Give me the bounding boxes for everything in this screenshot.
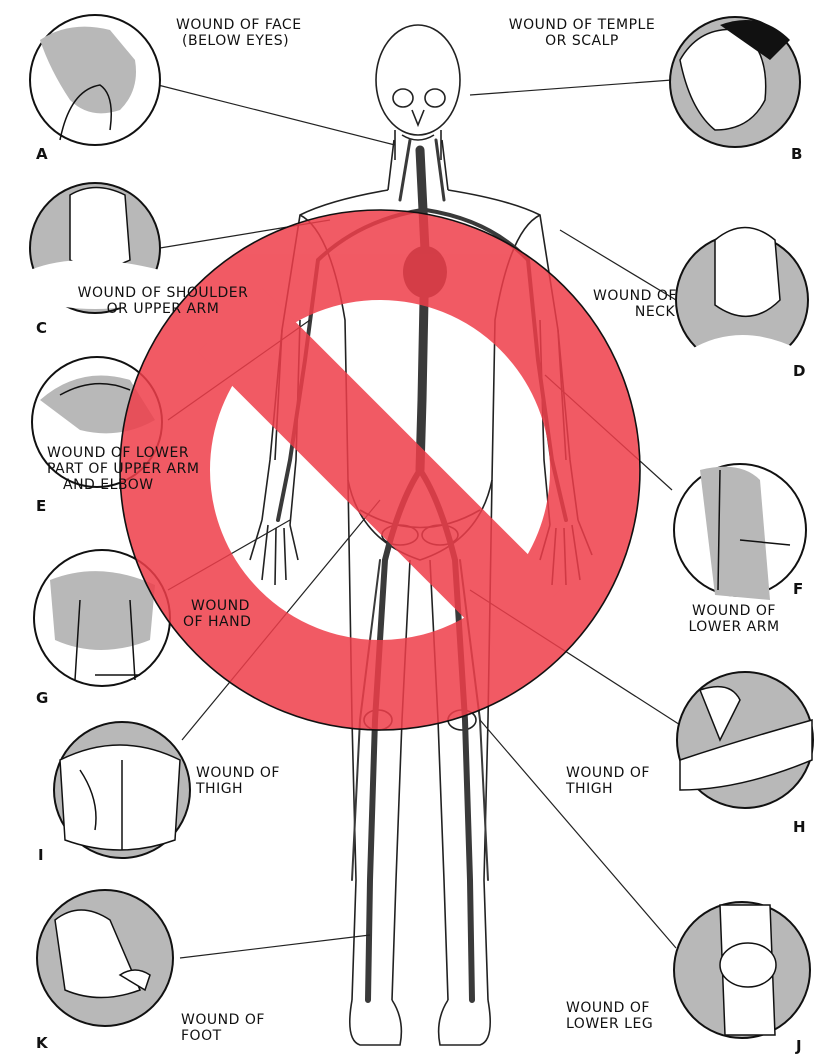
label-g-line-2: OF HAND xyxy=(183,614,251,630)
panel-letter-a: A xyxy=(36,145,48,163)
left-foot-outline xyxy=(350,1000,402,1045)
label-g-line-1: WOUND xyxy=(183,598,251,614)
panel-letter-b: B xyxy=(791,145,802,163)
panel-letter-d: D xyxy=(793,362,805,380)
panel-letter-f: F xyxy=(793,580,803,598)
label-f-line-1: WOUND OF xyxy=(664,603,804,619)
label-k-line-1: WOUND OF xyxy=(181,1012,265,1028)
label-d: WOUND OF NECK xyxy=(580,288,690,320)
label-h-line-1: WOUND OF xyxy=(566,765,650,781)
label-a: WOUND OF FACE (BELOW EYES) xyxy=(176,17,302,49)
panel-letter-j: J xyxy=(796,1037,802,1055)
label-i-line-1: WOUND OF xyxy=(196,765,280,781)
label-b-line-1: WOUND OF TEMPLE xyxy=(482,17,682,33)
label-j: WOUND OF LOWER LEG xyxy=(566,1000,653,1032)
right-foot-outline xyxy=(439,1000,491,1045)
label-a-line-1: WOUND OF FACE xyxy=(176,17,302,33)
label-e-line-1: WOUND OF LOWER xyxy=(47,445,199,461)
label-d-line-2: NECK xyxy=(580,304,690,320)
label-h-line-2: THIGH xyxy=(566,781,650,797)
panel-letter-c: C xyxy=(36,319,47,337)
panel-letter-e: E xyxy=(36,497,46,515)
label-e-line-3: AND ELBOW xyxy=(47,477,199,493)
label-c-line-1: WOUND OF SHOULDER xyxy=(48,285,278,301)
label-f-line-2: LOWER ARM xyxy=(664,619,804,635)
label-d-line-1: WOUND OF xyxy=(580,288,690,304)
label-g: WOUND OF HAND xyxy=(183,598,251,630)
label-e: WOUND OF LOWER PART OF UPPER ARM AND ELB… xyxy=(47,445,199,493)
label-i: WOUND OF THIGH xyxy=(196,765,280,797)
label-k: WOUND OF FOOT xyxy=(181,1012,265,1044)
label-i-line-2: THIGH xyxy=(196,781,280,797)
label-b: WOUND OF TEMPLE OR SCALP xyxy=(482,17,682,49)
label-f: WOUND OF LOWER ARM xyxy=(664,603,804,635)
label-a-line-2: (BELOW EYES) xyxy=(176,33,302,49)
left-leg-outline xyxy=(348,480,410,1000)
label-j-line-2: LOWER LEG xyxy=(566,1016,653,1032)
head-outline xyxy=(376,25,460,135)
panel-letter-h: H xyxy=(793,818,806,836)
panel-letter-k: K xyxy=(36,1034,48,1052)
label-j-line-1: WOUND OF xyxy=(566,1000,653,1016)
label-c-line-2: OR UPPER ARM xyxy=(48,301,278,317)
label-k-line-2: FOOT xyxy=(181,1028,265,1044)
label-c: WOUND OF SHOULDER OR UPPER ARM xyxy=(48,285,278,317)
label-b-line-2: OR SCALP xyxy=(482,33,682,49)
label-h: WOUND OF THIGH xyxy=(566,765,650,797)
panel-letter-i: I xyxy=(38,846,44,864)
panel-letter-g: G xyxy=(36,689,48,707)
label-e-line-2: PART OF UPPER ARM xyxy=(47,461,199,477)
